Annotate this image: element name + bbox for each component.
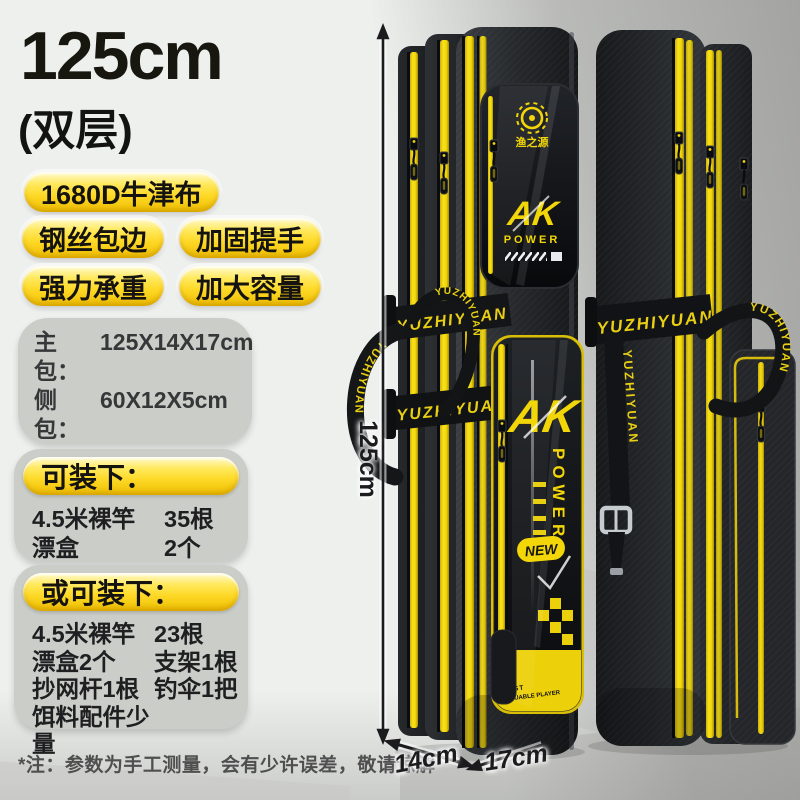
svg-text:NEW: NEW [524, 540, 560, 559]
capacity-alt-panel: 或可装下： 4.5米裸竿 23根 漂盒2个 支架1根 抄网杆1根 钓伞1把 饵料… [14, 565, 248, 757]
item-qty: 支架1根 [154, 648, 238, 675]
list-item: 抄网杆1根 钓伞1把 [32, 676, 248, 704]
strap: YUZHIYUAN [588, 294, 714, 345]
badge-fabric: 1680D牛津布 [24, 172, 219, 212]
list-item: 饵料配件少量 [32, 704, 248, 759]
spec-row: 主包： 125X14X17cm [34, 328, 254, 386]
power-text-vertical: POWER [549, 448, 568, 542]
shoulder-strap: YUZHIYUAN [599, 332, 641, 575]
capacity-alt-title: 或可装下： [23, 573, 239, 611]
spec-box: 主包： 125X14X17cm 侧包： 60X12X5cm 30X12X5cm … [18, 318, 254, 529]
badge-load: 强力承重 [22, 266, 164, 306]
item-name: 抄网杆1根 [32, 676, 140, 702]
front-pocket: AK POWER NEW MOST VALUABLE PLAYER [490, 335, 585, 714]
badge-handle: 加固提手 [179, 218, 321, 258]
item-qty: 23根 [154, 621, 204, 647]
spec-label: 主包： [34, 329, 80, 384]
item-qty: 35根 [164, 506, 214, 532]
ak-logo: AK [505, 195, 563, 233]
item-qty: 2个 [164, 535, 201, 561]
list-item: 漂盒2个 支架1根 [32, 649, 248, 677]
item-name: 4.5米裸竿 [32, 621, 136, 647]
item-name: 4.5米裸竿 [32, 506, 136, 532]
list-item: 4.5米裸竿 35根 [32, 505, 248, 534]
height-measurement-label: 125cm [354, 420, 382, 498]
brand-text: 渔之源 [516, 135, 549, 149]
spec-label: 侧包： [34, 387, 80, 442]
item-name: 漂盒 [32, 535, 79, 561]
badge-row: 钢丝包边 加固提手 [22, 218, 321, 258]
capacity-rows: 4.5米裸竿 35根 漂盒 2个 [14, 495, 248, 563]
new-badge: NEW [517, 535, 565, 563]
carry-handle [696, 303, 791, 418]
capacity-alt-rows: 4.5米裸竿 23根 漂盒2个 支架1根 抄网杆1根 钓伞1把 饵料配件少量 [14, 611, 248, 759]
measurement-arrows [376, 23, 558, 772]
side-pocket [729, 349, 796, 745]
bag-back-view: YUZHIYUAN YUZHIYUAN YUZHIYUAN [585, 30, 796, 746]
item-name: 饵料配件少量 [32, 703, 150, 758]
spec-row: 侧包： 60X12X5cm [34, 386, 252, 444]
power-text: POWER [504, 234, 561, 246]
width-arrow [465, 738, 558, 772]
list-item: 4.5米裸竿 23根 [32, 621, 248, 649]
carry-handle [406, 287, 480, 418]
capacity-title: 可装下： [23, 457, 239, 495]
hazard-stripe [505, 252, 547, 261]
badge-wire-edge: 钢丝包边 [22, 218, 164, 258]
capacity-panel: 可装下： 4.5米裸竿 35根 漂盒 2个 [14, 449, 248, 562]
list-item: 漂盒 2个 [32, 534, 248, 563]
variant-subtitle: (双层) [18, 107, 133, 155]
item-name: 漂盒2个 [32, 648, 116, 675]
bag-front-view: YUZHIYUAN YUZHIYUAN YUZHIYUAN YUZHIYUAN [347, 27, 585, 755]
spec-value: 125X14X17cm [100, 329, 254, 355]
brand-logo-icon [520, 106, 544, 130]
badge-capacity: 加大容量 [179, 266, 321, 306]
depth-arrow [383, 738, 475, 769]
strap-text: YUZHIYUAN [620, 349, 641, 445]
badge-row: 强力承重 加大容量 [22, 266, 321, 306]
footnote: *注：参数为手工测量，会有少许误差，敬请谅解 [18, 755, 436, 776]
item-qty: 钓伞1把 [154, 676, 238, 702]
size-title: 125cm [20, 18, 224, 94]
product-photo: YUZHIYUAN YUZHIYUAN YUZHIYUAN YUZHIYUAN [347, 23, 796, 772]
top-pocket: 渔之源 AK POWER [480, 83, 579, 289]
spec-value: 60X12X5cm [100, 387, 228, 413]
